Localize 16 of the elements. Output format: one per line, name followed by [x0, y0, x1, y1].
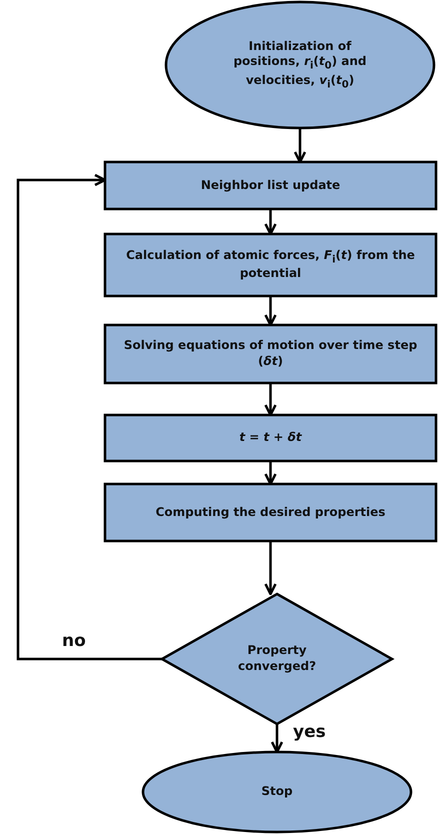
node-text: Property converged?: [236, 643, 318, 675]
arrow: [16, 174, 162, 660]
arrow: [264, 383, 277, 416]
node-text: Initialization of positions, r$_{i}$(t$_{0}$) and velocities, v$_{i}$(t$_{0}$): [232, 38, 368, 92]
arrow: [264, 461, 277, 486]
node-text: Calculation of atomic forces, F$_{i}$(t) from the potential: [125, 248, 416, 282]
arrow: [264, 209, 277, 236]
arrow: [264, 296, 277, 326]
node-text: Computing the desired properties: [156, 504, 386, 520]
node-text: Stop: [261, 784, 293, 800]
node-text: Solving equations of motion over time step (δt): [122, 338, 418, 370]
arrow: [264, 541, 277, 596]
arrow: [294, 128, 306, 164]
node-text: t = t + δt: [239, 430, 302, 446]
node-text: Neighbor list update: [200, 178, 340, 194]
arrow: [270, 724, 284, 754]
